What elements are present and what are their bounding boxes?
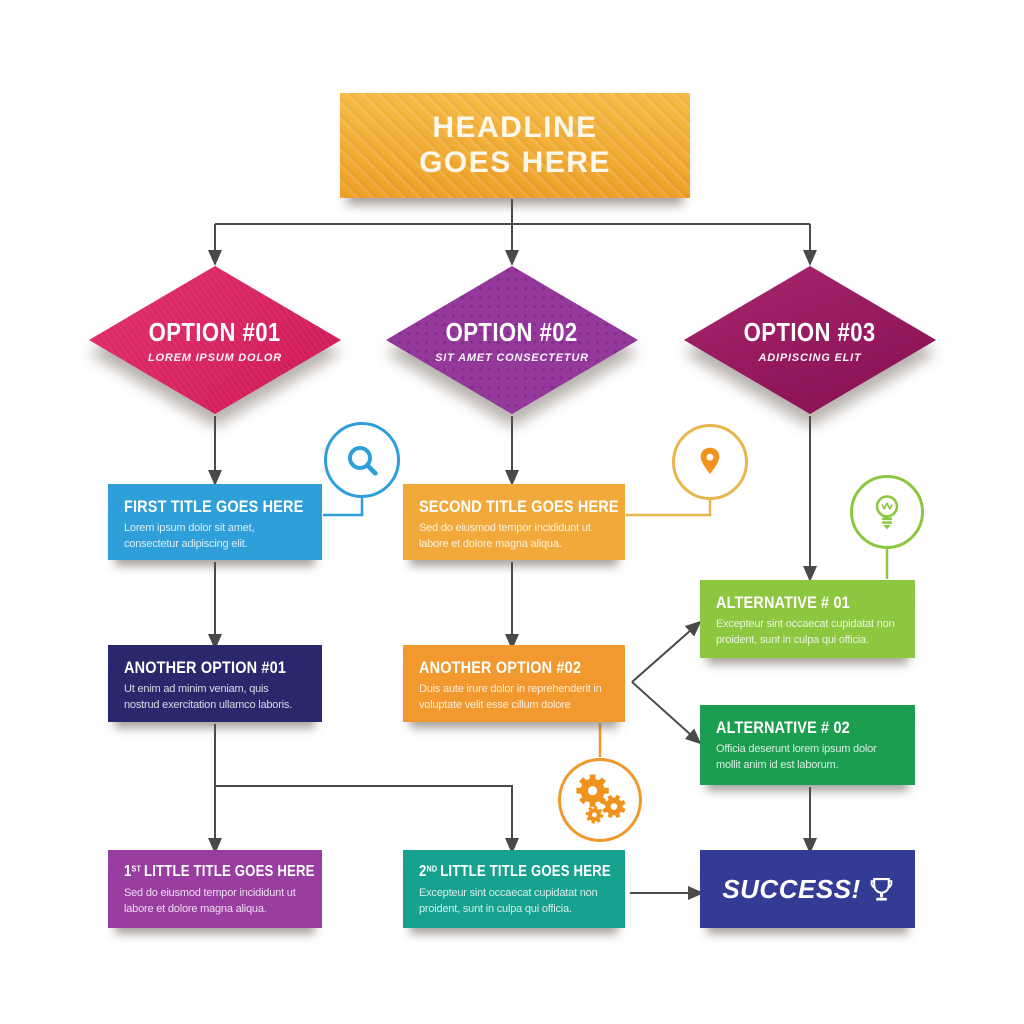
little-title-2-body: Excepteur sint occaecat cupidatat non pr… xyxy=(419,886,598,915)
option-1-subtitle: LOREM IPSUM DOLOR xyxy=(148,351,282,364)
arrow-another2-to-alternative1 xyxy=(631,620,702,683)
option-1-diamond: OPTION #01 LOREM IPSUM DOLOR xyxy=(89,266,341,414)
link-pin-icon xyxy=(626,499,712,517)
second-title-body: Sed do eiusmod tempor incididunt ut labo… xyxy=(419,522,591,551)
another-option-1-body: Ut enim ad minim veniam, quis nostrud ex… xyxy=(124,683,293,712)
arrow-another2-to-alternative2 xyxy=(631,681,702,745)
another-option-2-box: ANOTHER OPTION #02 Duis aute irure dolor… xyxy=(403,645,625,722)
first-title-body: Lorem ipsum dolor sit amet, consectetur … xyxy=(124,522,255,551)
another-option-2-body: Duis aute irure dolor in reprehenderit i… xyxy=(419,683,602,712)
option-1-title: OPTION #01 xyxy=(149,316,281,347)
option-3-title: OPTION #03 xyxy=(744,316,876,347)
link-search-icon xyxy=(323,497,364,517)
map-pin-icon xyxy=(672,424,748,500)
trophy-icon xyxy=(870,877,893,901)
arrow-another1-to-little2 xyxy=(215,785,519,854)
alternative-1-body: Excepteur sint occaecat cupidatat non pr… xyxy=(716,618,895,647)
another-option-1-box: ANOTHER OPTION #01 Ut enim ad minim veni… xyxy=(108,645,322,722)
another-option-1-title: ANOTHER OPTION #01 xyxy=(124,658,287,677)
option-3-subtitle: ADIPISCING ELIT xyxy=(758,351,862,364)
first-title-text: FIRST TITLE GOES HERE xyxy=(124,497,304,516)
alternative-1-title: ALTERNATIVE # 01 xyxy=(716,593,850,612)
second-title-box: SECOND TITLE GOES HERE Sed do eiusmod te… xyxy=(403,484,625,560)
gears-icon xyxy=(558,758,642,842)
little-title-1-body: Sed do eiusmod tempor incididunt ut labo… xyxy=(124,886,296,915)
success-box: SUCCESS! xyxy=(700,850,915,928)
option-2-title: OPTION #02 xyxy=(446,316,578,347)
search-icon xyxy=(324,422,400,498)
headline-text: HEADLINE GOES HERE xyxy=(419,111,611,179)
second-title-text: SECOND TITLE GOES HERE xyxy=(419,497,619,516)
first-title-box: FIRST TITLE GOES HERE Lorem ipsum dolor … xyxy=(108,484,322,560)
lightbulb-icon xyxy=(850,475,924,549)
alternative-2-title: ALTERNATIVE # 02 xyxy=(716,718,850,737)
option-2-diamond: OPTION #02 SIT AMET CONSECTETUR xyxy=(386,266,638,414)
option-2-subtitle: SIT AMET CONSECTETUR xyxy=(435,351,589,364)
headline-banner: HEADLINE GOES HERE xyxy=(340,93,690,198)
alternative-1-box: ALTERNATIVE # 01 Excepteur sint occaecat… xyxy=(700,580,915,658)
alternative-2-box: ALTERNATIVE # 02 Officia deserunt lorem … xyxy=(700,705,915,785)
another-option-2-title: ANOTHER OPTION #02 xyxy=(419,658,582,677)
alternative-2-body: Officia deserunt lorem ipsum dolor molli… xyxy=(716,743,877,772)
success-text: SUCCESS! xyxy=(722,873,861,904)
option-3-diamond: OPTION #03 ADIPISCING ELIT xyxy=(684,266,936,414)
